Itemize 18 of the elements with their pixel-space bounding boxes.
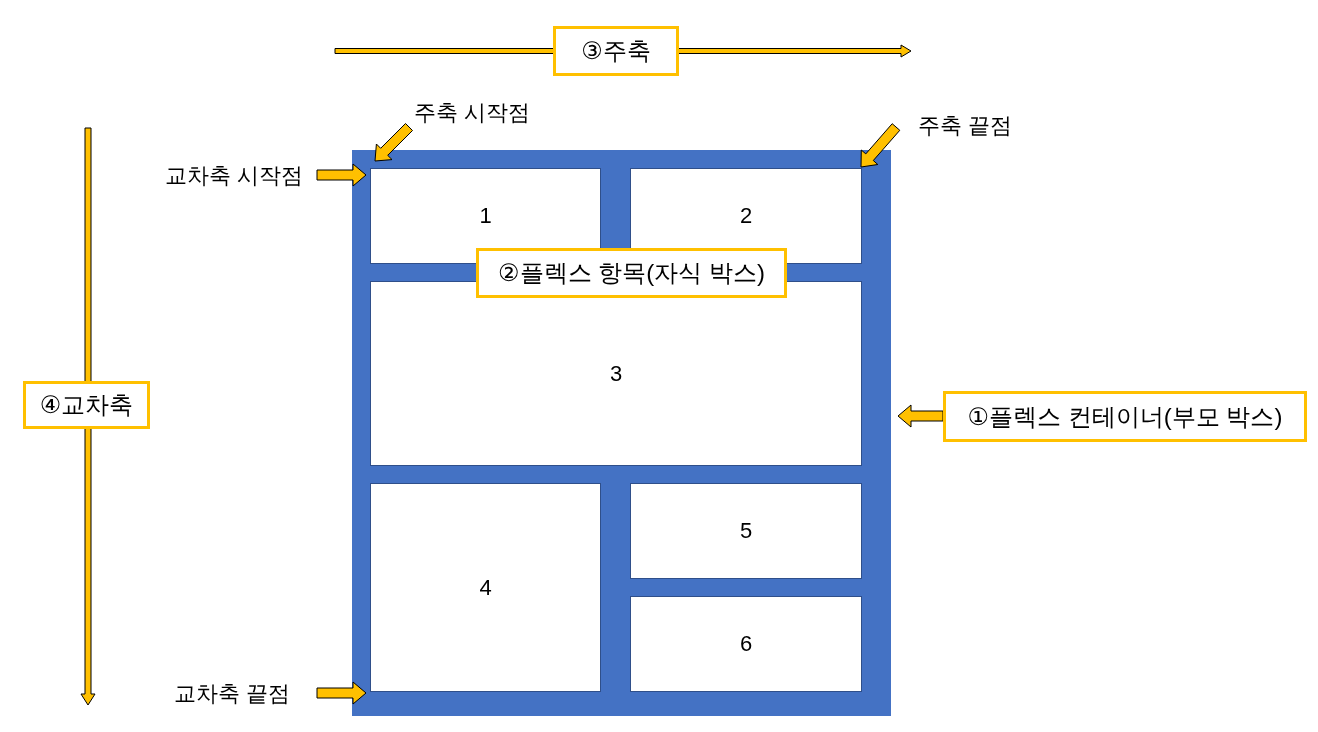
flex-item-box: 5 bbox=[630, 483, 862, 579]
callout-box: ③주축 bbox=[553, 26, 679, 76]
callout-box: ④교차축 bbox=[23, 381, 150, 429]
flex-item-box: 1 bbox=[370, 168, 601, 264]
arrow bbox=[374, 123, 413, 162]
arrow bbox=[316, 163, 367, 187]
arrow bbox=[897, 404, 944, 428]
flex-item-box: 4 bbox=[370, 483, 601, 692]
flex-container-box bbox=[352, 150, 891, 716]
point-label: 교차축 끝점 bbox=[140, 678, 317, 710]
callout-overlay: ②플렉스 항목(자식 박스) bbox=[476, 248, 787, 298]
point-label: 주축 끝점 bbox=[897, 110, 1037, 142]
arrow bbox=[860, 123, 901, 168]
point-label: 교차축 시작점 bbox=[130, 160, 317, 192]
point-label: 주축 시작점 bbox=[404, 98, 564, 128]
arrow bbox=[316, 681, 367, 705]
callout-box: ①플렉스 컨테이너(부모 박스) bbox=[943, 391, 1307, 442]
flex-item-box: 6 bbox=[630, 596, 862, 692]
